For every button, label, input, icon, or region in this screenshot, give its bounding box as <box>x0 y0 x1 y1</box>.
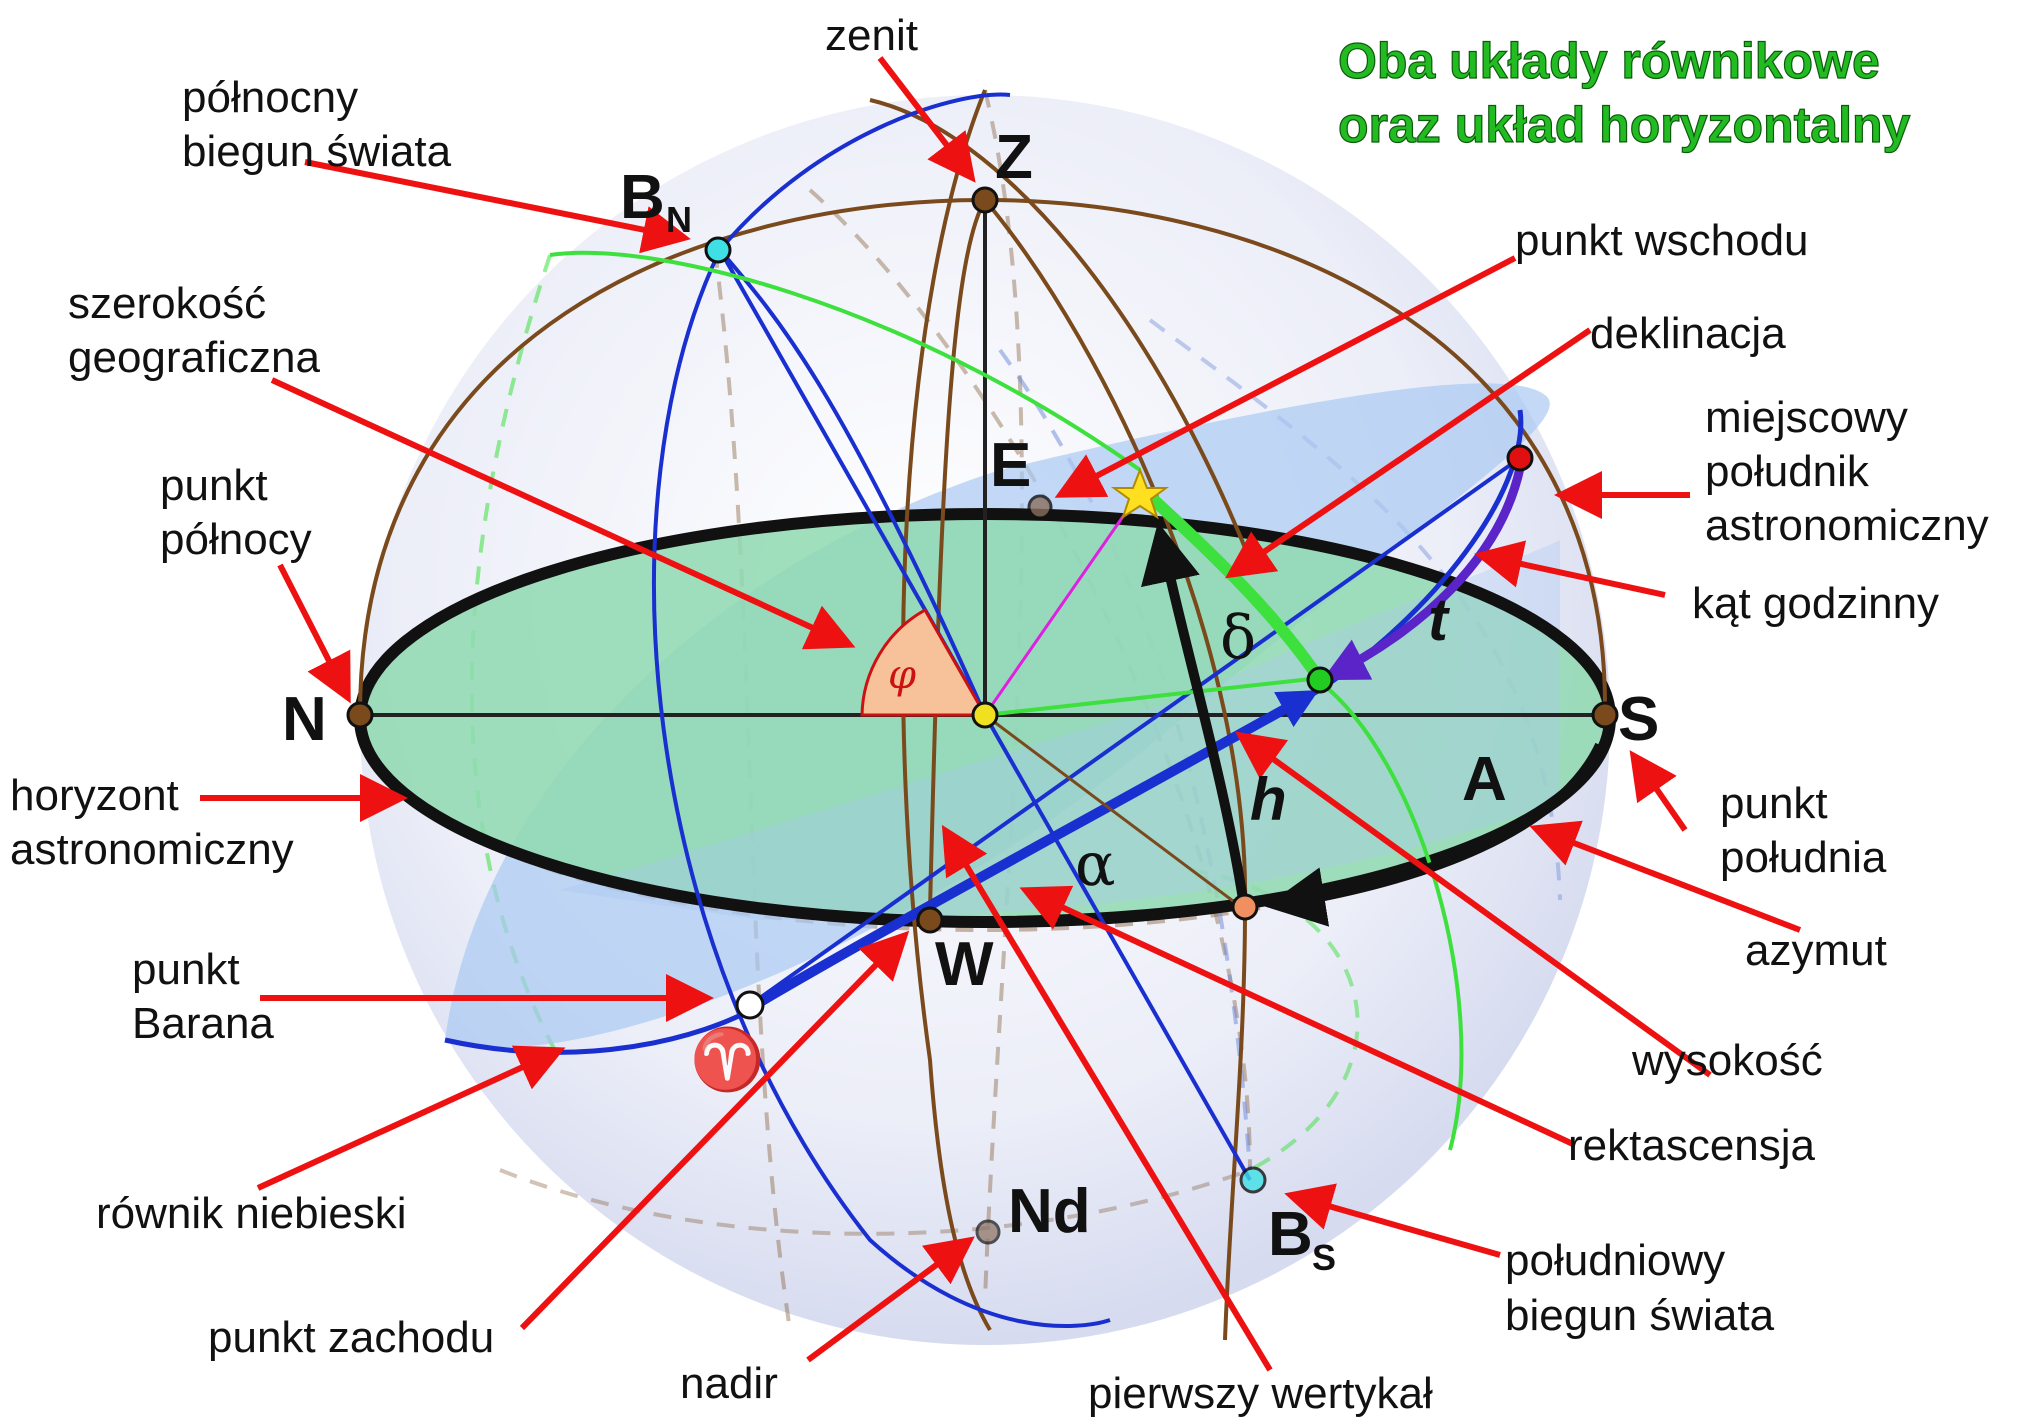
aries-point <box>735 990 765 1020</box>
hour-circle-front <box>652 249 1111 1329</box>
label-latitude-1: szerokość <box>68 279 266 328</box>
center-point <box>971 701 999 729</box>
label-zenit: zenit <box>825 11 918 60</box>
celestial-equator-thick <box>752 690 1319 1010</box>
north-label: N <box>282 685 327 754</box>
declination-circle-front <box>1318 680 1464 1151</box>
label-altitude: wysokość <box>1631 1036 1823 1085</box>
label-west-point: punkt zachodu <box>208 1313 494 1362</box>
north-pole-subscript: N <box>666 199 692 240</box>
zenith-label: Z <box>995 123 1033 192</box>
label-meridian-1: miejscowy <box>1705 393 1908 442</box>
declination-arc <box>1140 487 1325 684</box>
north-pole-point <box>704 236 732 264</box>
east-label: E <box>990 431 1031 500</box>
label-meridian-3: astronomiczny <box>1705 501 1989 550</box>
star-radius <box>983 491 1142 716</box>
equator-plane-overlap <box>560 540 1560 920</box>
label-aries-2: Barana <box>132 999 274 1048</box>
hour-angle-symbol: t <box>1428 586 1451 653</box>
south-point <box>1591 701 1619 729</box>
azimuth-arc <box>1265 742 1605 927</box>
west-point <box>916 906 944 934</box>
north-point <box>346 701 374 729</box>
nadir-label: Nd <box>1008 1177 1091 1246</box>
label-south-pole-1: południowy <box>1505 1236 1725 1285</box>
label-horizon-1: horyzont <box>10 771 179 820</box>
label-north-pole-1: północny <box>182 73 358 122</box>
south-pole-point <box>1239 1166 1267 1194</box>
red-point <box>1506 444 1534 472</box>
vertical-circle-star <box>983 198 1248 1341</box>
title-line-2: oraz układ horyzontalny <box>1338 97 1911 153</box>
label-right-ascension: rektascensja <box>1568 1121 1816 1170</box>
latitude-symbol: φ <box>888 652 916 698</box>
nadir-point <box>975 1219 1001 1245</box>
label-aries-1: punkt <box>132 945 240 994</box>
label-nadir: nadir <box>680 1359 778 1408</box>
label-north-pole-2: biegun świata <box>182 127 452 176</box>
altitude-arc <box>1141 522 1250 913</box>
label-north-point-1: punkt <box>160 461 268 510</box>
zenith-to-west <box>928 198 987 911</box>
equator-star-foot <box>1306 666 1334 694</box>
south-pole-label: B <box>1268 1200 1313 1269</box>
label-south-point-1: punkt <box>1720 779 1828 828</box>
west-label: W <box>935 930 994 999</box>
points <box>346 186 1619 1245</box>
label-north-point-2: północy <box>160 515 312 564</box>
label-hour-angle: kąt godzinny <box>1692 579 1939 628</box>
aries-line <box>748 456 1522 1007</box>
label-meridian-2: południk <box>1705 447 1870 496</box>
north-pole-label: B <box>620 163 665 232</box>
hour-angle-arc <box>1321 467 1525 681</box>
declination-symbol: δ <box>1220 603 1256 673</box>
title-line-1: Oba układy równikowe <box>1338 33 1880 89</box>
label-declination: deklinacja <box>1590 309 1786 358</box>
declination-circle-top <box>549 250 1142 472</box>
label-south-point-2: południa <box>1720 833 1887 882</box>
altitude-symbol: h <box>1250 766 1287 833</box>
right-ascension-symbol: α <box>1075 830 1116 900</box>
label-latitude-2: geograficzna <box>68 333 320 382</box>
hour-circle-back <box>718 92 1011 252</box>
label-east-point: punkt wschodu <box>1515 216 1809 265</box>
label-south-pole-2: biegun świata <box>1505 1291 1775 1340</box>
label-azimuth: azymut <box>1745 926 1887 975</box>
annotation-arrows <box>200 56 1802 1372</box>
east-point <box>1027 494 1053 520</box>
altitude-foot <box>1231 893 1259 921</box>
radius-to-azimuth-foot <box>984 713 1246 912</box>
latitude-angle-wedge <box>860 607 988 717</box>
declination-radius <box>984 676 1321 717</box>
zenith-point <box>971 186 999 214</box>
star-icon <box>1110 467 1170 520</box>
label-equator: równik niebieski <box>96 1189 407 1238</box>
azimuth-symbol: A <box>1462 745 1507 814</box>
aries-label: ♈ <box>690 1025 765 1095</box>
south-label: S <box>1618 685 1659 754</box>
label-horizon-2: astronomiczny <box>10 825 294 874</box>
south-pole-subscript: S <box>1312 1237 1336 1278</box>
label-prime-vertical: pierwszy wertykał <box>1088 1369 1433 1418</box>
